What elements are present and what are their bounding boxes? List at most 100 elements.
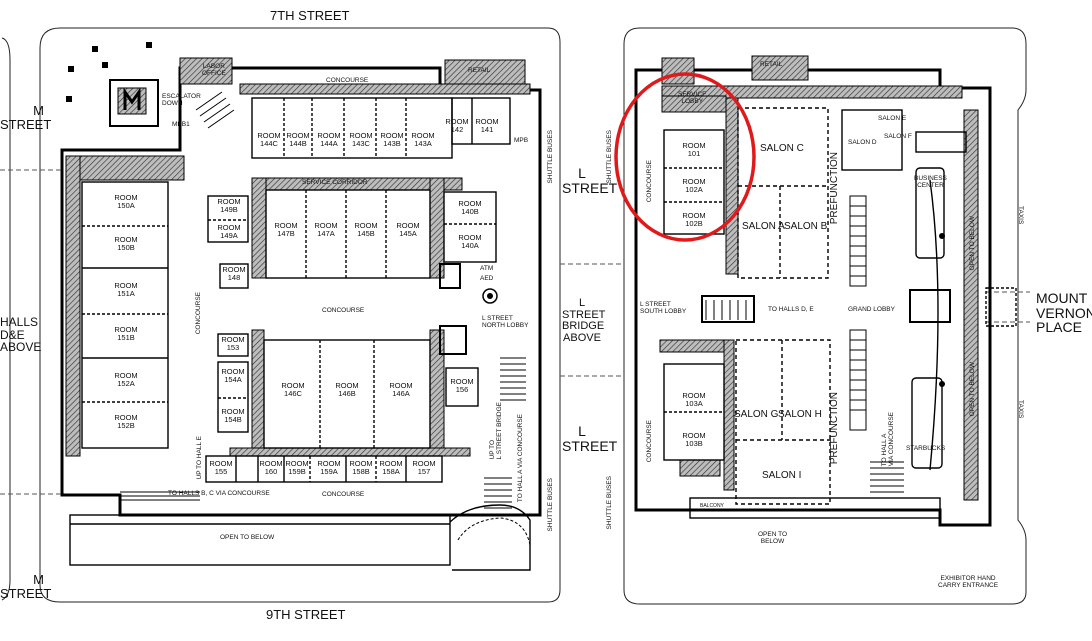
mpb1-label: MPB1 — [172, 121, 190, 128]
room-103b: ROOM 103B — [682, 431, 706, 449]
concourse-mid: CONCOURSE — [322, 307, 365, 314]
room-143b: ROOM 143B — [380, 131, 404, 149]
room-152a: ROOM 152A — [114, 371, 138, 389]
room-160: ROOM 160 — [259, 459, 283, 477]
open-below-east-top: OPEN TO BELOW — [969, 216, 976, 271]
room-152b: ROOM 152B — [114, 413, 138, 431]
concourse-bottom: CONCOURSE — [322, 491, 365, 498]
room-151b: ROOM 151B — [114, 325, 138, 343]
starbucks: STARBUCKS — [906, 445, 946, 452]
taxis-bottom: TAXIS — [1016, 400, 1024, 419]
salon-h: SALON H — [778, 409, 822, 420]
l-street-bridge: L STREET BRIDGE ABOVE — [562, 297, 606, 344]
salon-a: SALON A — [742, 221, 785, 232]
m-street-bottom: M STREET — [0, 572, 52, 601]
business-center: BUSINESS CENTER — [914, 175, 947, 189]
room-148: ROOM 148 — [222, 265, 246, 283]
open-below-east-right: OPEN TO BELOW — [969, 362, 976, 417]
west-building — [60, 42, 542, 571]
aed-label: AED — [480, 275, 494, 282]
room-147b: ROOM 147B — [274, 221, 298, 239]
shuttle-east-bottom: SHUTTLE BUSES — [606, 476, 613, 530]
room-146b: ROOM 146B — [335, 381, 359, 399]
balcony-label: BALCONY — [700, 503, 724, 509]
salon-e: SALON E — [878, 115, 907, 122]
service-corridor: SERVICE CORRIDOR — [302, 179, 368, 186]
room-157: ROOM 157 — [412, 459, 436, 477]
exhibitor-entrance: EXHIBITOR HAND CARRY ENTRANCE — [938, 575, 999, 589]
to-halls-bc: TO HALLS B, C VIA CONCOURSE — [168, 490, 270, 497]
to-hall-a-east: TO HALL A VIA CONCOURSE — [881, 412, 895, 467]
room-103a: ROOM 103A — [682, 391, 706, 409]
room-140b: ROOM 140B — [458, 199, 482, 217]
shuttle-west-top: SHUTTLE BUSES — [547, 130, 554, 184]
salon-d: SALON D — [848, 139, 877, 146]
highlight-circle — [614, 72, 756, 242]
room-141: ROOM 141 — [475, 117, 499, 135]
east-outer-wall — [634, 68, 992, 527]
salon-f: SALON F — [884, 133, 912, 140]
room-143a: ROOM 143A — [411, 131, 435, 149]
room-149a: ROOM 149A — [217, 223, 241, 241]
to-hall-a-west: TO HALL A VIA CONCOURSE — [517, 414, 524, 503]
l-street-south-lobby: L STREET SOUTH LOBBY — [640, 301, 687, 315]
up-to-hall-e: UP TO HALL E — [196, 436, 203, 480]
concourse-vert: CONCOURSE — [195, 292, 202, 335]
l-street-top: L STREET — [562, 165, 618, 196]
room-144c: ROOM 144C — [257, 131, 281, 149]
l-street-north-lobby: L STREET NORTH LOBBY — [482, 315, 529, 329]
room-143c: ROOM 143C — [349, 131, 373, 149]
room-154b: ROOM 154B — [221, 407, 245, 425]
room-147a: ROOM 147A — [314, 221, 338, 239]
room-153: ROOM 153 — [221, 335, 245, 353]
room-101: ROOM 101 — [682, 141, 706, 159]
room-145b: ROOM 145B — [354, 221, 378, 239]
street-top: 7TH STREET — [270, 8, 350, 23]
prefunction-bottom: PREFUNCTION — [829, 392, 840, 465]
room-144a: ROOM 144A — [317, 131, 341, 149]
east-building — [634, 55, 1017, 527]
taxis-top: TAXIS — [1016, 206, 1024, 225]
prefunction-top: PREFUNCTION — [829, 152, 840, 225]
concourse-east-bottom: CONCOURSE — [646, 420, 653, 463]
salon-b: SALON B — [784, 221, 828, 232]
room-159a: ROOM 159A — [317, 459, 341, 477]
room-155: ROOM 155 — [209, 459, 233, 477]
room-149b: ROOM 149B — [217, 197, 241, 215]
room-102b: ROOM 102B — [682, 211, 706, 229]
to-halls-de: TO HALLS D, E — [768, 306, 814, 313]
room-102a: ROOM 102A — [682, 177, 706, 195]
halls-de-above: HALLS D&E ABOVE — [0, 315, 42, 355]
open-below-east-bottom: OPEN TO BELOW — [758, 531, 788, 545]
room-150b: ROOM 150B — [114, 235, 138, 253]
room-151a: ROOM 151A — [114, 281, 138, 299]
labor-office: LABOR OFFICE — [202, 63, 226, 77]
concourse-top: CONCOURSE — [326, 77, 369, 84]
room-142: ROOM 142 — [445, 117, 469, 135]
site-outline-left — [1, 27, 561, 603]
salon-i: SALON I — [762, 470, 802, 481]
shuttle-west-bottom: SHUTTLE BUSES — [547, 478, 554, 532]
m-street-top: M STREET — [0, 103, 52, 132]
mount-vernon-place: MOUNT VERNON PLACE — [1036, 290, 1092, 336]
retail-west: RETAIL — [468, 67, 491, 74]
room-156: ROOM 156 — [450, 377, 474, 395]
room-154a: ROOM 154A — [221, 367, 245, 385]
room-140a: ROOM 140A — [458, 233, 482, 251]
site-outline-right — [623, 27, 1027, 605]
grand-lobby: GRAND LOBBY — [848, 306, 895, 313]
room-146a: ROOM 146A — [389, 381, 413, 399]
room-145a: ROOM 145A — [396, 221, 420, 239]
room-158a: ROOM 158A — [379, 459, 403, 477]
room-144b: ROOM 144B — [286, 131, 310, 149]
atm-label: ATM — [480, 265, 494, 272]
l-street-bottom: L STREET — [562, 423, 618, 454]
concourse-east-top: CONCOURSE — [646, 160, 653, 203]
room-159b: ROOM 159B — [285, 459, 309, 477]
salon-c: SALON C — [760, 143, 804, 154]
escalator-down: ESCALATOR DOWN — [162, 93, 201, 107]
mpb-label: MPB — [514, 137, 529, 144]
open-to-below-west: OPEN TO BELOW — [220, 534, 275, 541]
service-lobby: SERVICE LOBBY — [678, 91, 707, 105]
